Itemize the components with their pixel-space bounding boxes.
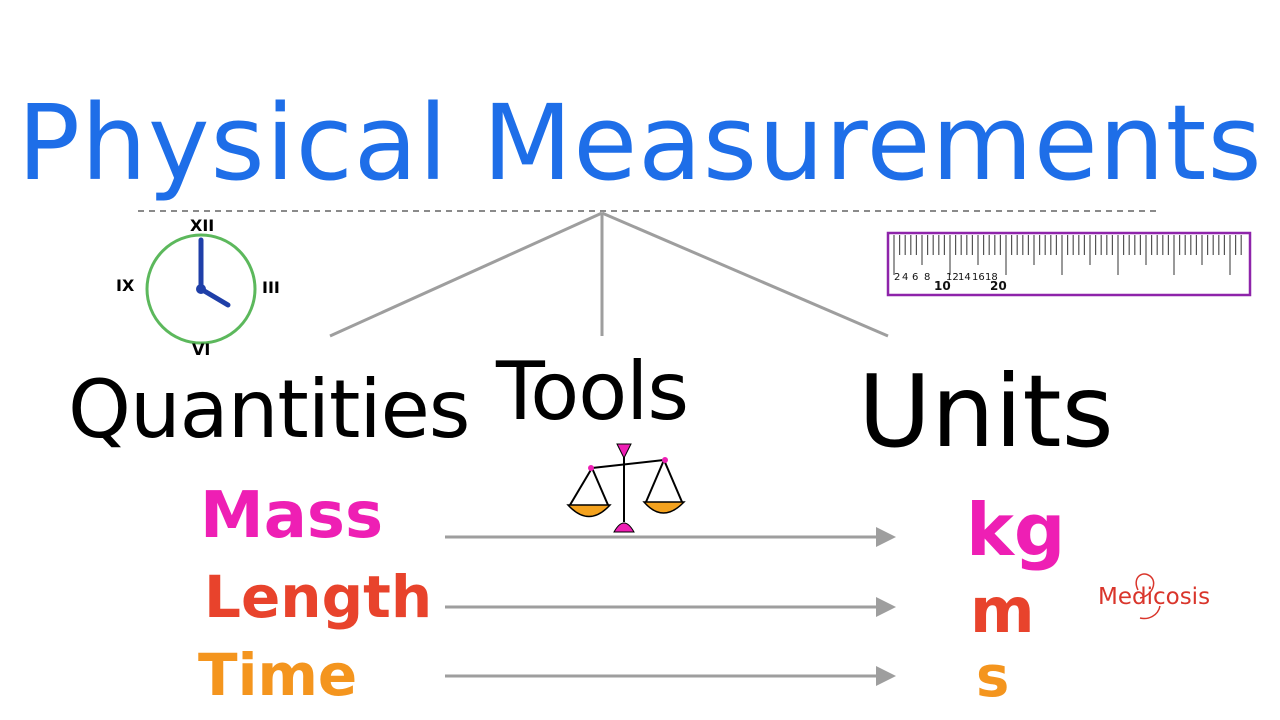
ruler-label: 18	[985, 272, 998, 283]
quantity-mass: Mass	[200, 479, 384, 553]
quantity-length: Length	[204, 563, 433, 631]
clock-label-ix: IX	[116, 276, 135, 295]
unit-s: s	[976, 645, 1010, 710]
clock-label-iii: III	[262, 278, 280, 297]
ruler-label: 6	[912, 272, 919, 283]
ruler-label: 10	[934, 279, 951, 293]
ruler-label: 20	[990, 279, 1007, 293]
brand-logo: Medicosis	[1098, 584, 1211, 610]
ruler-label: 2	[894, 272, 901, 283]
clock-label-vi: VI	[192, 340, 211, 359]
branch-to-units	[601, 211, 889, 338]
clock-label-xii: XII	[190, 216, 215, 235]
arrow-mass-to-kg	[445, 527, 896, 547]
page-title: Physical Measurements	[17, 82, 1263, 204]
arrow-time-to-s	[445, 666, 896, 686]
heading-units: Units	[858, 353, 1114, 470]
ruler-label: 8	[924, 272, 931, 283]
quantity-time: Time	[198, 641, 358, 709]
heading-tools: Tools	[496, 345, 689, 438]
arrow-length-to-m	[445, 597, 896, 617]
unit-kg: kg	[966, 488, 1066, 572]
ruler-label: 12	[946, 272, 959, 283]
heading-quantities: Quantities	[68, 363, 470, 456]
ruler-label: 14	[958, 272, 971, 283]
branch-to-quantities	[329, 211, 603, 338]
ruler-label: 16	[972, 272, 985, 283]
unit-m: m	[970, 574, 1035, 647]
ruler-label: 4	[902, 272, 909, 283]
